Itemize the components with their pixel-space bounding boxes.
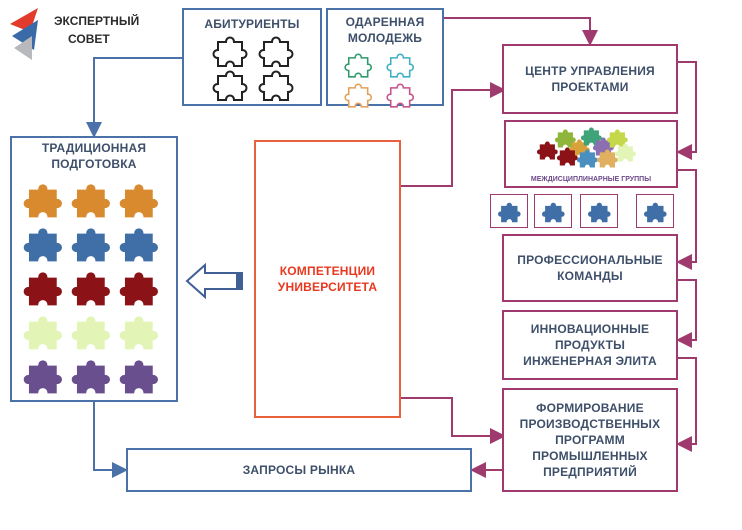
puzzle-piece-icon bbox=[212, 32, 250, 75]
innovative-label: ИННОВАЦИОННЫЕ ПРОДУКТЫ ИНЖЕНЕРНАЯ ЭЛИТА bbox=[523, 322, 657, 368]
puzzle-piece-icon bbox=[258, 66, 296, 109]
puzzle-piece-icon bbox=[70, 310, 114, 359]
line-groups-to-professional bbox=[676, 169, 697, 270]
line-comp-to-center bbox=[401, 82, 506, 187]
puzzle-piece-icon bbox=[118, 222, 162, 271]
odarennaya-label: ОДАРЕННАЯ МОЛОДЕЖЬ bbox=[345, 15, 425, 45]
competencies-box: КОМПЕТЕНЦИИ УНИВЕРСИТЕТА bbox=[254, 140, 401, 418]
innovative-box: ИННОВАЦИОННЫЕ ПРОДУКТЫ ИНЖЕНЕРНАЯ ЭЛИТА bbox=[502, 310, 678, 380]
puzzle-piece-icon bbox=[541, 199, 567, 230]
group-tile bbox=[636, 194, 674, 228]
traditional-label: ТРАДИЦИОННАЯ ПОДГОТОВКА bbox=[41, 141, 147, 171]
line-center-to-groups bbox=[676, 61, 697, 160]
puzzle-piece-icon bbox=[258, 32, 296, 75]
puzzle-piece-icon bbox=[576, 146, 600, 175]
competencies-label: КОМПЕТЕНЦИИ УНИВЕРСИТЕТА bbox=[277, 264, 378, 294]
interdisciplinary-box: МЕЖДИСЦИПЛИНАРНЫЕ ГРУППЫ bbox=[504, 120, 678, 188]
puzzle-piece-icon bbox=[212, 66, 250, 109]
market-label: ЗАПРОСЫ РЫНКА bbox=[242, 463, 356, 477]
puzzle-piece-icon bbox=[118, 310, 162, 359]
formation-label: ФОРМИРОВАНИЕ ПРОИЗВОДСТВЕННЫХ ПРОГРАММ П… bbox=[519, 401, 661, 479]
puzzle-piece-icon bbox=[536, 138, 560, 167]
puzzle-piece-icon bbox=[344, 80, 374, 115]
traditional-box: ТРАДИЦИОННАЯ ПОДГОТОВКА bbox=[10, 136, 178, 402]
puzzle-piece-icon bbox=[556, 144, 580, 173]
puzzle-piece-icon bbox=[70, 222, 114, 271]
market-box: ЗАПРОСЫ РЫНКА bbox=[126, 448, 472, 492]
expert-council-logo-icon bbox=[8, 6, 48, 62]
abiturienty-box: АБИТУРИЕНТЫ bbox=[182, 8, 322, 106]
line-abit-to-traditional bbox=[86, 57, 182, 138]
puzzle-piece-icon bbox=[386, 80, 416, 115]
puzzle-piece-icon bbox=[587, 199, 613, 230]
logo-line2: СОВЕТ bbox=[68, 32, 110, 46]
puzzle-piece-icon bbox=[70, 354, 114, 403]
puzzle-piece-icon bbox=[344, 50, 374, 85]
odarennaya-box: ОДАРЕННАЯ МОЛОДЕЖЬ bbox=[326, 8, 444, 108]
line-comp-to-formation bbox=[401, 397, 506, 444]
puzzle-piece-icon bbox=[118, 354, 162, 403]
abiturienty-label: АБИТУРИЕНТЫ bbox=[204, 17, 300, 31]
puzzle-piece-icon bbox=[70, 266, 114, 315]
puzzle-piece-icon bbox=[596, 146, 620, 175]
puzzle-piece-icon bbox=[22, 178, 66, 227]
puzzle-piece-icon bbox=[118, 266, 162, 315]
project-center-box: ЦЕНТР УПРАВЛЕНИЯ ПРОЕКТАМИ bbox=[502, 44, 678, 114]
line-professional-to-innovative bbox=[676, 279, 697, 348]
puzzle-piece-icon bbox=[22, 310, 66, 359]
logo-line1: ЭКСПЕРТНЫЙ bbox=[54, 14, 140, 28]
group-tile bbox=[580, 194, 618, 228]
project-center-label: ЦЕНТР УПРАВЛЕНИЯ ПРОЕКТАМИ bbox=[525, 64, 655, 94]
puzzle-piece-icon bbox=[606, 126, 630, 155]
hollow-left-arrow-icon bbox=[185, 262, 245, 300]
professional-box: ПРОФЕССИОНАЛЬНЫЕ КОМАНДЫ bbox=[502, 234, 678, 302]
puzzle-piece-icon bbox=[386, 50, 416, 85]
puzzle-piece-icon bbox=[497, 199, 523, 230]
line-odar-to-center bbox=[444, 17, 598, 46]
puzzle-piece-icon bbox=[614, 140, 638, 169]
formation-box: ФОРМИРОВАНИЕ ПРОИЗВОДСТВЕННЫХ ПРОГРАММ П… bbox=[502, 388, 678, 492]
puzzle-piece-icon bbox=[118, 178, 162, 227]
group-tile bbox=[490, 194, 528, 228]
professional-label: ПРОФЕССИОНАЛЬНЫЕ КОМАНДЫ bbox=[517, 253, 663, 283]
group-tile bbox=[534, 194, 572, 228]
interdisciplinary-label: МЕЖДИСЦИПЛИНАРНЫЕ ГРУППЫ bbox=[530, 176, 652, 183]
puzzle-piece-icon bbox=[554, 126, 578, 155]
puzzle-piece-icon bbox=[70, 178, 114, 227]
puzzle-piece-icon bbox=[22, 354, 66, 403]
puzzle-piece-icon bbox=[22, 266, 66, 315]
line-traditional-to-market bbox=[93, 402, 128, 478]
logo-text: ЭКСПЕРТНЫЙ СОВЕТ bbox=[54, 12, 139, 48]
line-innovative-to-formation bbox=[676, 357, 697, 452]
puzzle-piece-icon bbox=[22, 222, 66, 271]
puzzle-piece-icon bbox=[643, 199, 669, 230]
